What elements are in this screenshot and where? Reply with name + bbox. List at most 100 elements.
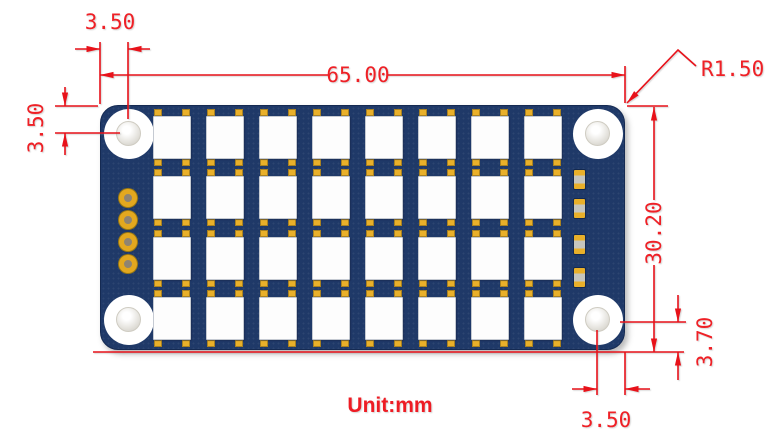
dim-label-bottom-hole-offset: 3.70 [693, 317, 717, 368]
solder-pad [500, 280, 508, 287]
led-cell [206, 169, 244, 226]
led-cell [365, 109, 403, 166]
solder-pad [288, 230, 296, 237]
led-package [206, 297, 244, 340]
solder-pad [419, 109, 427, 116]
led-cell [259, 230, 297, 287]
led-package [153, 176, 191, 219]
through-hole [119, 211, 137, 229]
led-package [365, 237, 403, 280]
solder-pad [313, 159, 321, 166]
solder-pad [182, 340, 190, 347]
led-cell [365, 230, 403, 287]
solder-pad [553, 280, 561, 287]
solder-pad [260, 219, 268, 226]
solder-pad [207, 219, 215, 226]
solder-pad [394, 280, 402, 287]
led-package [524, 116, 562, 159]
led-package [153, 297, 191, 340]
led-package [153, 116, 191, 159]
solder-pad [313, 230, 321, 237]
solder-pad [500, 340, 508, 347]
solder-pad [235, 109, 243, 116]
led-package [524, 297, 562, 340]
dim-label-board-width: 65.00 [326, 63, 389, 87]
led-cell [471, 290, 509, 347]
solder-pad [419, 219, 427, 226]
led-package [206, 176, 244, 219]
solder-pad [366, 169, 374, 176]
through-hole [119, 233, 137, 251]
solder-pad [235, 230, 243, 237]
led-cell [365, 169, 403, 226]
led-package [365, 176, 403, 219]
solder-pad [207, 109, 215, 116]
mounting-hole [104, 109, 154, 159]
solder-pad [288, 280, 296, 287]
solder-pad [525, 109, 533, 116]
led-cell [365, 290, 403, 347]
solder-pad [394, 219, 402, 226]
solder-pad [341, 169, 349, 176]
solder-pad [207, 290, 215, 297]
solder-pad [525, 290, 533, 297]
unit-label: Unit:mm [347, 394, 432, 417]
solder-pad [525, 159, 533, 166]
led-cell [524, 290, 562, 347]
mounting-hole-bore [116, 307, 141, 332]
led-package [259, 297, 297, 340]
led-package [153, 237, 191, 280]
solder-pad [154, 280, 162, 287]
solder-pad [447, 230, 455, 237]
solder-pad [154, 109, 162, 116]
solder-pad [447, 340, 455, 347]
solder-pad [341, 230, 349, 237]
solder-pad [366, 159, 374, 166]
solder-pad [313, 109, 321, 116]
dim-label-right-hole-offset: 3.50 [581, 408, 632, 432]
solder-pad [182, 290, 190, 297]
solder-pad [313, 280, 321, 287]
solder-pad [366, 340, 374, 347]
dim-label-corner-radius: R1.50 [701, 57, 764, 81]
solder-pad [288, 290, 296, 297]
led-package [471, 116, 509, 159]
solder-pad [472, 159, 480, 166]
mounting-hole [104, 295, 154, 345]
led-cell [418, 230, 456, 287]
solder-pad [553, 290, 561, 297]
solder-pad [154, 340, 162, 347]
led-package [524, 237, 562, 280]
solder-pad [235, 290, 243, 297]
solder-pad [366, 109, 374, 116]
solder-pad [313, 219, 321, 226]
solder-pad [525, 219, 533, 226]
solder-pad [341, 290, 349, 297]
solder-pad [447, 280, 455, 287]
led-package [259, 237, 297, 280]
solder-pad [366, 230, 374, 237]
solder-pad [553, 340, 561, 347]
smd-component [573, 198, 586, 219]
solder-pad [235, 169, 243, 176]
dim-label-left-hole-offset: 3.50 [24, 103, 48, 154]
through-hole [119, 255, 137, 273]
solder-pad [288, 159, 296, 166]
solder-pad [235, 280, 243, 287]
led-cell [312, 230, 350, 287]
solder-pad [207, 340, 215, 347]
solder-pad [235, 219, 243, 226]
solder-pad [260, 280, 268, 287]
solder-pad [525, 230, 533, 237]
solder-pad [419, 280, 427, 287]
led-cell [524, 109, 562, 166]
solder-pad [313, 290, 321, 297]
led-package [259, 116, 297, 159]
led-cell [524, 230, 562, 287]
solder-pad [553, 109, 561, 116]
solder-pad [394, 109, 402, 116]
solder-pad [288, 219, 296, 226]
led-package [418, 176, 456, 219]
solder-pad [500, 219, 508, 226]
led-package [365, 116, 403, 159]
